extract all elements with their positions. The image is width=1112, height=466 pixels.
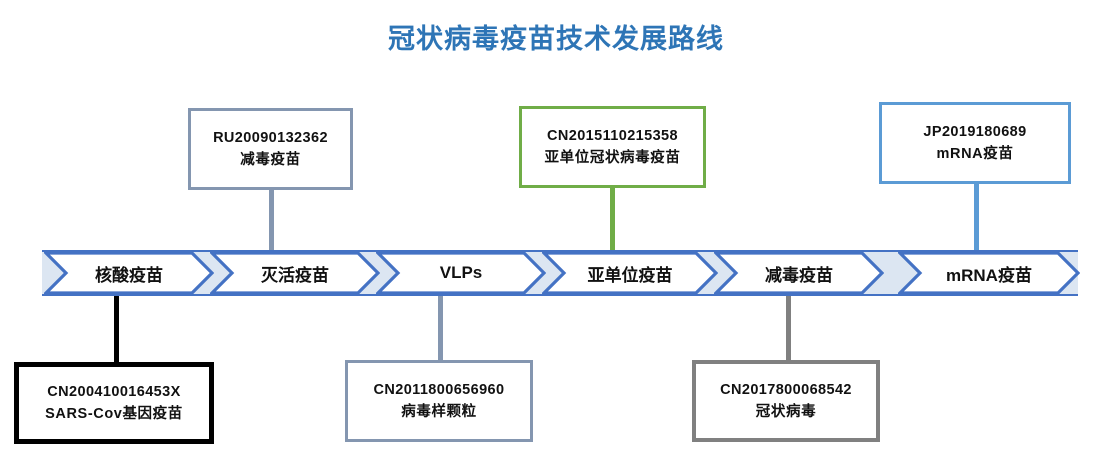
patent-number: CN2017800068542 — [720, 381, 852, 398]
stage-chevron-nucleic-acid[interactable]: 核酸疫苗 — [44, 250, 214, 296]
patent-box-cn-2011800656960[interactable]: CN2011800656960 病毒样颗粒 — [345, 360, 533, 442]
timeline-band-bottom-edge — [42, 294, 1078, 296]
connector-ru-to-inactivated — [269, 188, 274, 254]
patent-name: 减毒疫苗 — [240, 152, 301, 168]
connector-cn2017-to-attenuated — [786, 292, 791, 360]
connector-cn2015-to-subunit — [610, 188, 615, 254]
stage-chevron-mrna[interactable]: mRNA疫苗 — [898, 250, 1080, 296]
stage-chevron-attenuated[interactable]: 减毒疫苗 — [714, 250, 884, 296]
patent-name: SARS-Cov基因疫苗 — [45, 406, 183, 422]
connector-jp-to-mrna — [974, 184, 979, 254]
patent-number: CN200410016453X — [47, 383, 181, 400]
patent-box-cn-2017800068542[interactable]: CN2017800068542 冠状病毒 — [692, 360, 880, 442]
patent-name: 亚单位冠状病毒疫苗 — [544, 150, 681, 166]
patent-box-jp-2019180689[interactable]: JP2019180689 mRNA疫苗 — [879, 102, 1071, 184]
timeline-band-top-edge — [42, 250, 1078, 252]
patent-name: 病毒样颗粒 — [401, 404, 477, 420]
connector-cn2004-to-nucleic-acid — [114, 292, 119, 362]
patent-name: mRNA疫苗 — [936, 146, 1014, 162]
patent-number: CN2011800656960 — [373, 381, 505, 398]
patent-number: RU20090132362 — [213, 129, 328, 146]
patent-box-cn-2015110215358[interactable]: CN2015110215358 亚单位冠状病毒疫苗 — [519, 106, 706, 188]
stage-chevron-subunit[interactable]: 亚单位疫苗 — [542, 250, 718, 296]
connector-cn2011-to-vlps — [438, 292, 443, 360]
patent-box-cn-200410016453x[interactable]: CN200410016453X SARS-Cov基因疫苗 — [14, 362, 214, 444]
patent-number: CN2015110215358 — [547, 127, 678, 144]
stage-chevron-vlps[interactable]: VLPs — [376, 250, 546, 296]
patent-name: 冠状病毒 — [755, 404, 817, 420]
page-title: 冠状病毒疫苗技术发展路线 — [388, 24, 724, 54]
stage-chevron-inactivated[interactable]: 灭活疫苗 — [210, 250, 380, 296]
patent-number: JP2019180689 — [923, 123, 1027, 140]
patent-box-ru-20090132362[interactable]: RU20090132362 减毒疫苗 — [188, 108, 353, 190]
